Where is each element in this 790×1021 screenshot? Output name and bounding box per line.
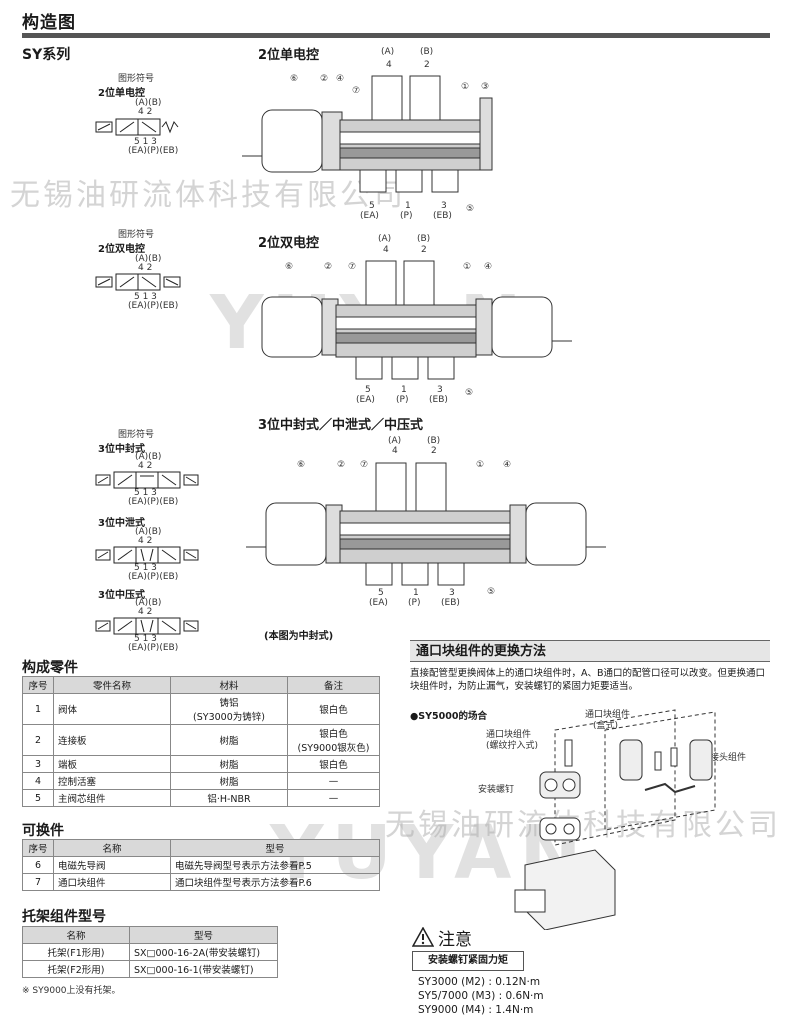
diagram-3pos-title: 3位中封式／中泄式／中压式 xyxy=(258,418,424,433)
replace-title: 可换件 xyxy=(22,823,64,839)
callout-2: ② xyxy=(320,74,329,84)
callout-4: ④ xyxy=(336,74,345,84)
bracket-footnote: ※ SY9000上没有托架。 xyxy=(22,986,121,996)
torque-title: 安装螺钉紧固力矩 xyxy=(412,951,524,971)
table-row: 2 连接板 树脂 银白色(SY9000银灰色) xyxy=(22,724,380,756)
callout-6: ⑥ xyxy=(290,74,299,84)
table-row: 托架(F1形用) SX□000-16-2A(带安装螺钉) xyxy=(22,943,278,961)
table-row: 1 阀体 铸铝(SY3000为铸锌) 银白色 xyxy=(22,693,380,725)
table-row: 6 电磁先导阀 电磁先导阀型号表示方法参看P.5 xyxy=(22,856,380,874)
callout-5: ⑤ xyxy=(466,204,475,214)
table-row: 4 控制活塞 树脂 — xyxy=(22,772,380,790)
closed-center-symbol xyxy=(95,471,199,489)
torque-line-3: SY9000 (M4) : 1.4N·m xyxy=(418,1004,534,1016)
watermark-company-bottom: 无锡油研流体科技有限公司 xyxy=(385,808,781,843)
single-solenoid-symbol xyxy=(95,118,179,136)
port-block-exploded-diagram xyxy=(514,709,716,930)
watermark-company-top: 无锡油研流体科技有限公司 xyxy=(10,178,406,213)
diagram-double-title: 2位双电控 xyxy=(258,236,320,251)
title-rule xyxy=(22,33,770,38)
caution-title: 注意 xyxy=(438,930,472,950)
double-solenoid-symbol xyxy=(95,273,181,291)
page-title: 构造图 xyxy=(22,13,76,33)
replace-table: 序号 名称 型号 6 电磁先导阀 电磁先导阀型号表示方法参看P.5 7 通口块组… xyxy=(22,839,380,891)
callout-7: ⑦ xyxy=(352,86,361,96)
warning-icon xyxy=(412,927,434,947)
valve-3pos-section xyxy=(246,462,606,586)
valve-double-section xyxy=(261,260,572,380)
torque-line-2: SY5/7000 (M3) : 0.6N·m xyxy=(418,990,544,1002)
diagram-note: (本图为中封式) xyxy=(264,631,334,642)
table-row: 3 端板 树脂 银白色 xyxy=(22,755,380,773)
parts-table: 序号 零件名称 材料 备注 1 阀体 铸铝(SY3000为铸锌) 银白色 2 连… xyxy=(22,676,380,807)
diagram-single-title: 2位单电控 xyxy=(258,48,320,63)
pressure-center-symbol xyxy=(95,617,199,635)
callout-1: ① xyxy=(461,82,470,92)
table-row: 5 主阀芯组件 铝·H-NBR — xyxy=(22,789,380,807)
exhaust-center-symbol xyxy=(95,546,199,564)
valve-single-section xyxy=(242,75,493,193)
parts-title: 构成零件 xyxy=(22,660,78,676)
table-row: 托架(F2形用) SX□000-16-1(带安装螺钉) xyxy=(22,960,278,978)
port-block-case: ●SY5000的场合 xyxy=(410,711,487,722)
table-row: 7 通口块组件 通口块组件型号表示方法参看P.6 xyxy=(22,873,380,891)
torque-line-1: SY3000 (M2) : 0.12N·m xyxy=(418,976,541,988)
port-block-text: 直接配管型更换阀体上的通口块组件时，A、B通口的配管口径可以改变。但更换通口块组… xyxy=(410,668,766,692)
port-block-title: 通口块组件的更换方法 xyxy=(410,640,770,662)
series-label: SY系列 xyxy=(22,47,71,63)
callout-3: ③ xyxy=(481,82,490,92)
bracket-table: 名称 型号 托架(F1形用) SX□000-16-2A(带安装螺钉) 托架(F2… xyxy=(22,926,278,978)
bracket-title: 托架组件型号 xyxy=(22,909,106,925)
